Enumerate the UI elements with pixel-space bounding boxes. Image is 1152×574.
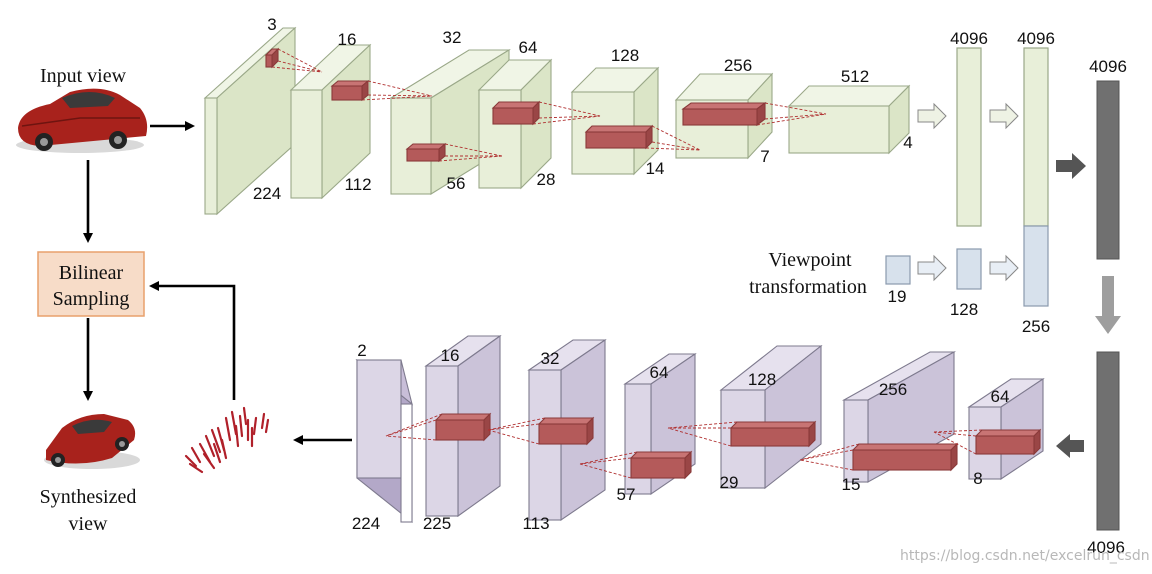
input-view-label: Input view — [40, 65, 127, 87]
encoder-size-label-2: 112 — [344, 175, 371, 194]
decoder-channel-label-7: 64 — [991, 387, 1010, 406]
encoder-size-label-5: 14 — [646, 159, 665, 178]
arrow-viewpointfc-to-concat — [989, 254, 1019, 282]
fc-layers: 4096 4096 256 Viewpoint transformation 1… — [749, 29, 1127, 557]
encoder-channel-label-6: 256 — [724, 56, 752, 75]
arrow-down-to-decoder-fc — [1095, 276, 1121, 334]
encoder-channel-label-3: 32 — [443, 28, 462, 47]
concat-label: 256 — [1022, 317, 1050, 336]
decoder-kernel-3 — [629, 450, 693, 480]
encoder-channel-label-7: 512 — [841, 67, 869, 86]
decoder-channel-label-3: 32 — [541, 349, 560, 368]
viewpoint-input-label: 19 — [888, 287, 907, 306]
bilinear-sampling-box — [37, 251, 145, 317]
encoder-kernels — [264, 47, 827, 163]
dark-fc-bar-top — [1096, 80, 1120, 260]
encoder-size-label-6: 7 — [760, 147, 769, 166]
encoder: 3 224 16 112 32 56 64 28 128 14 256 7 512 4 — [203, 15, 913, 216]
arrow-concat-to-dark-fc — [1056, 153, 1086, 179]
viewpoint-fc-label: 128 — [950, 300, 978, 319]
arrow-flow-to-bilinear — [149, 281, 236, 400]
viewpoint-fc-box — [956, 248, 982, 290]
encoder-size-label-1: 224 — [253, 184, 281, 203]
decoder-size-label-4: 57 — [617, 485, 636, 504]
encoder-kernel-2 — [330, 79, 370, 102]
decoder-kernel-2 — [537, 416, 595, 446]
encoder-kernel-5 — [584, 124, 654, 150]
encoder-channel-label-2: 16 — [338, 30, 357, 49]
encoder-kernel-6 — [681, 101, 767, 127]
decoder-channel-label-4: 64 — [650, 363, 669, 382]
viewpoint-label-line2: transformation — [749, 276, 867, 298]
input-car-image — [16, 88, 148, 153]
concat-viewpoint-bar — [1023, 225, 1049, 307]
encoder-size-label-7: 4 — [903, 133, 912, 152]
decoder-channel-label-5: 128 — [748, 370, 776, 389]
encoder-channel-label-4: 64 — [519, 38, 538, 57]
fc1-bar — [956, 47, 982, 227]
decoder-channel-label-1: 2 — [357, 341, 366, 360]
decoder-kernel-5 — [851, 442, 959, 472]
decoder-size-label-6: 15 — [842, 475, 861, 494]
flow-field-image — [184, 406, 270, 474]
decoder-size-label-5: 29 — [720, 473, 739, 492]
encoder-size-label-3: 56 — [447, 174, 466, 193]
encoder-size-label-4: 28 — [537, 170, 556, 189]
viewpoint-input-box — [885, 255, 911, 285]
encoder-channel-label-5: 128 — [611, 46, 639, 65]
encoder-block-7 — [787, 84, 911, 155]
decoder-block-5 — [719, 344, 823, 490]
fc2-bar — [1023, 47, 1049, 227]
watermark: https://blog.csdn.net/excelrun_csdn — [900, 548, 1150, 564]
decoder-kernel-4 — [729, 420, 817, 448]
decoder-channel-label-2: 16 — [441, 346, 460, 365]
decoder-size-label-2: 225 — [423, 514, 451, 533]
decoder-kernel-1 — [434, 412, 492, 442]
arrow-conv-to-fc1 — [917, 102, 947, 130]
decoder-size-label-1: 224 — [352, 514, 380, 533]
synthesized-car-image — [44, 414, 140, 469]
fc1-label: 4096 — [950, 29, 988, 48]
decoder-size-label-7: 8 — [973, 469, 982, 488]
viewpoint-label-line1: Viewpoint — [768, 249, 852, 271]
arrow-fc-to-decoder — [1056, 434, 1084, 458]
encoder-kernel-1 — [264, 47, 280, 69]
encoder-kernel-4 — [491, 100, 541, 126]
encoder-block-1 — [203, 26, 297, 216]
synthesized-label-line2: view — [69, 513, 108, 535]
dark-fc-bar-bottom — [1096, 351, 1120, 531]
encoder-kernel-3 — [405, 142, 447, 163]
decoder-kernel-6 — [974, 428, 1042, 456]
arrow-fc1-to-fc2 — [989, 102, 1019, 130]
dark-fc-top-label: 4096 — [1089, 57, 1127, 76]
bilinear-label-line1: Bilinear — [59, 262, 124, 284]
decoder-channel-label-6: 256 — [879, 380, 907, 399]
dark-fc-bottom-label: 4096 — [1087, 538, 1125, 557]
encoder-channel-label-1: 3 — [267, 15, 276, 34]
synthesized-label-line1: Synthesized — [40, 486, 137, 508]
decoder-block-1 — [355, 358, 413, 524]
decoder-size-label-3: 113 — [522, 514, 549, 533]
bilinear-label-line2: Sampling — [53, 288, 130, 310]
arrow-viewpoint-to-fc — [917, 254, 947, 282]
decoder-kernels — [385, 412, 1042, 480]
fc2-label: 4096 — [1017, 29, 1055, 48]
